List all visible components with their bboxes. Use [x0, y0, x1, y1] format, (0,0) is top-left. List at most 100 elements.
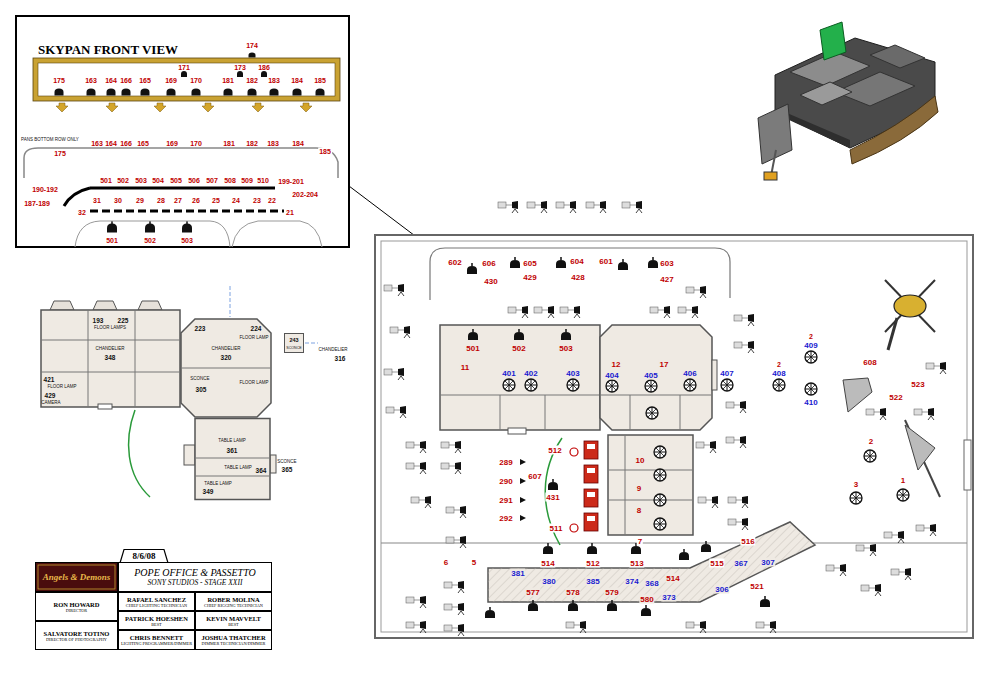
callout-label: 604: [569, 257, 584, 266]
fixture-symbol: [420, 621, 426, 629]
node-text: CHIEF LIGHTING TECHNICIAN: [126, 603, 187, 608]
callout-label: 522: [888, 393, 903, 402]
fixture-tag: [556, 202, 564, 208]
wheel-spoke: [527, 381, 535, 389]
plan-line: [888, 318, 897, 350]
plan-path: [107, 224, 117, 233]
fixture-tag: [406, 597, 414, 603]
fixture-tag: [444, 604, 452, 610]
callout-label: 23: [252, 197, 262, 204]
fixture-leg: [541, 209, 544, 213]
wheel-spoke: [807, 353, 815, 361]
callout-label: 608: [862, 358, 877, 367]
wheel-spoke: [656, 496, 664, 504]
node-text: POPE OFFICE & PASSETTO: [134, 567, 256, 578]
wheel-spoke: [656, 471, 664, 479]
node-text: SCONCE: [190, 376, 209, 381]
node-text: 164: [105, 77, 117, 84]
node-text: 429: [45, 392, 56, 399]
fixture-symbol: [840, 564, 846, 572]
plan-path: [154, 103, 166, 112]
fixture-leg: [463, 544, 466, 548]
fixture-leg: [423, 604, 426, 608]
plan-g: [196, 593, 272, 611]
callout-label: 3: [853, 480, 859, 489]
skypan-symbol: [568, 603, 578, 611]
node-text: 421: [44, 376, 55, 383]
fixture-tag: [441, 442, 449, 448]
callout-label: 170: [189, 140, 203, 147]
fixture-leg: [908, 576, 911, 580]
fixture-cable: [734, 405, 740, 406]
fixture-tag: [406, 442, 414, 448]
plan-rect: [381, 241, 967, 632]
wheel-spoke: [656, 496, 664, 504]
node-text: 184: [291, 77, 303, 84]
plan-line: [195, 476, 270, 477]
plan-path: [270, 89, 279, 96]
fixture-leg: [398, 292, 401, 296]
callout-label: 31: [92, 197, 102, 204]
fixture-tag: [444, 582, 452, 588]
sconce-box: 243SCONCE: [284, 333, 304, 353]
fixture-symbol: [930, 524, 936, 532]
fixture-tag: [384, 369, 392, 375]
fixture-cable: [414, 625, 420, 626]
fixture-leg: [425, 504, 428, 508]
fixture-leg: [748, 322, 751, 326]
node-text: 348: [105, 354, 116, 361]
plan-rect: [36, 593, 118, 621]
callout-label: 428: [570, 273, 585, 282]
plan-rect: [33, 58, 340, 101]
fixture-tag: [728, 497, 736, 503]
fixture-cable: [454, 540, 460, 541]
fixture-symbol: [875, 584, 881, 592]
node-text: 8/6/08: [132, 551, 155, 561]
fixture-symbol: [770, 621, 776, 629]
wheel-symbol: [850, 492, 862, 504]
fixture-tag: [866, 409, 874, 415]
plan-g: [33, 58, 340, 101]
plan-rect: [508, 428, 526, 434]
fixture-symbol: [742, 518, 748, 526]
fixture-tag: [534, 307, 542, 313]
dimmer-box-panel: [587, 444, 595, 449]
callout-label: 24: [231, 197, 241, 204]
wheel-spoke: [656, 520, 664, 528]
skypan-symbol: [510, 260, 520, 268]
skypan-symbol: [514, 332, 524, 340]
callout-label: 2: [808, 333, 814, 340]
lamp-symbol: [520, 497, 526, 503]
wheel-symbol: [897, 489, 909, 501]
fixture-cable: [414, 466, 420, 467]
plan-path: [237, 71, 243, 77]
plan-path: [145, 224, 155, 233]
node-text: DIRECTOR: [66, 608, 87, 613]
plan-path: [316, 89, 325, 96]
wheel-symbol: [805, 351, 817, 363]
plan-polygon: [905, 425, 935, 470]
fixture-symbol: [692, 306, 698, 314]
callout-label: 578: [565, 588, 580, 597]
fixture-tag: [728, 519, 736, 525]
callout-label: 521: [749, 582, 764, 591]
fixture-leg: [743, 409, 746, 413]
plan-polygon: [800, 82, 852, 105]
fixture-tag: [916, 525, 924, 531]
plan-rect: [712, 360, 717, 390]
fixture-tag: [444, 625, 452, 631]
credit-cell: CHRIS BENNETTLIGHTING PROGRAMMER/DIMMER: [118, 630, 195, 650]
node-text: 169: [165, 77, 177, 84]
wheel-spoke: [852, 494, 860, 502]
fixture-cable: [704, 445, 710, 446]
skypan-stem: [565, 329, 567, 332]
fixture-symbol: [600, 201, 606, 209]
wheel-symbol: [606, 380, 618, 392]
plan-rect: [440, 325, 600, 430]
fixture-leg: [743, 444, 746, 448]
fixture-symbol: [928, 408, 934, 416]
fixture-leg: [401, 376, 404, 380]
fixture-cable: [658, 310, 664, 311]
fixture-leg: [742, 526, 745, 530]
wheel-spoke: [656, 471, 664, 479]
